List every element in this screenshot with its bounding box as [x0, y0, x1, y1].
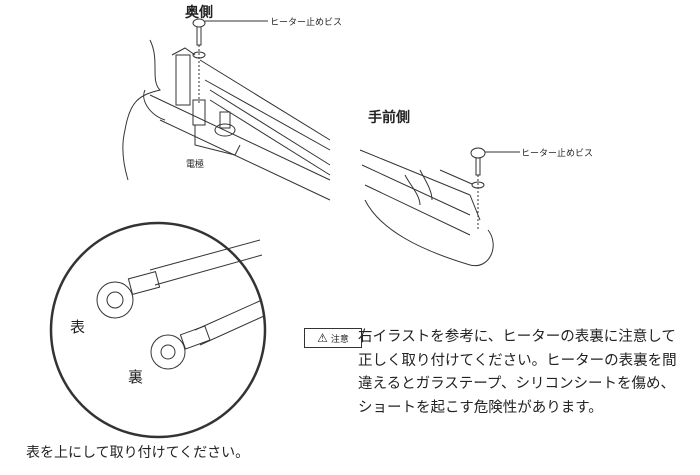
front-screw-label: ヒーター止めビス: [521, 149, 594, 159]
back-screw-label: ヒーター止めビス: [270, 18, 343, 28]
terminal-detail-circle: [49, 221, 267, 439]
back-side-illustration: [122, 18, 331, 201]
install-caption: 表を上にして取り付けてください。: [26, 445, 250, 461]
back-side-title: 奥側: [185, 5, 213, 21]
front-side-illustration: [359, 147, 520, 267]
back-face-label: 裏: [128, 368, 144, 386]
caution-text: 右イラストを参考に、ヒーターの表裏に注意して正しく取り付けてください。ヒーターの…: [358, 329, 677, 416]
front-side-title: 手前側: [368, 110, 410, 126]
electrode-label: 電極: [186, 160, 205, 170]
caution-badge-label: 注意: [330, 334, 349, 345]
caution-badge: ⚠ 注意: [304, 328, 362, 348]
warning-triangle-icon: ⚠: [317, 331, 328, 345]
front-face-label: 表: [70, 318, 86, 336]
